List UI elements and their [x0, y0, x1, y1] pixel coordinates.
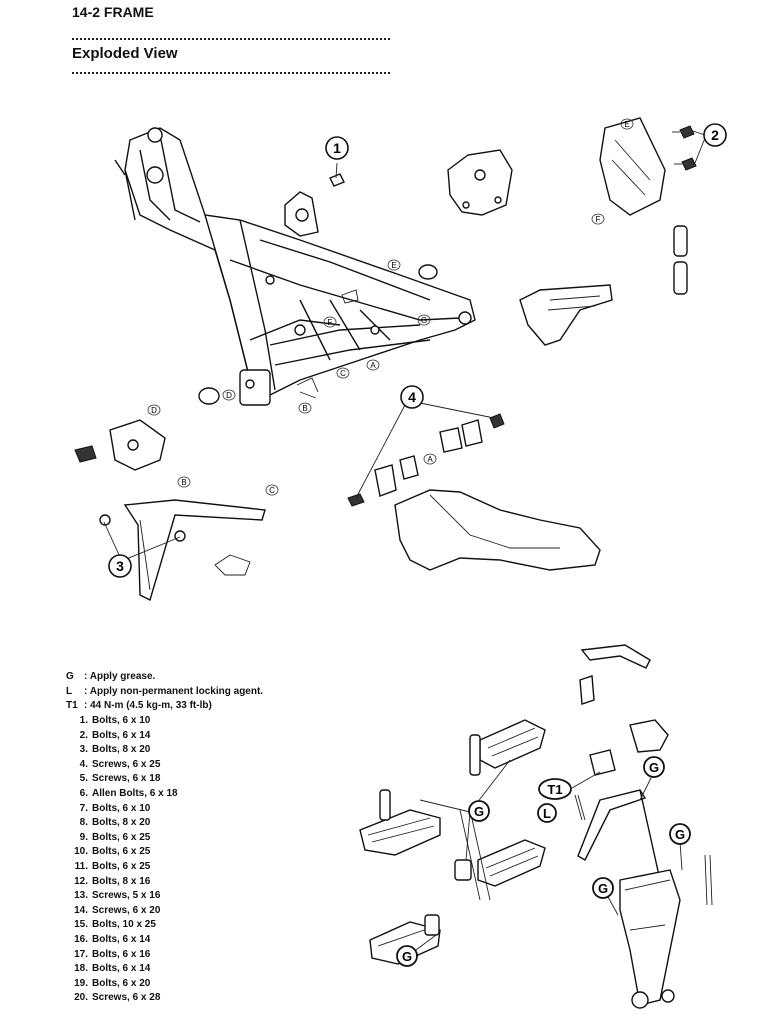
divider-top: [72, 38, 390, 40]
seat: [394, 489, 601, 571]
svg-text:4: 4: [408, 389, 416, 405]
section-title: Exploded View: [72, 45, 178, 62]
svg-text:F: F: [596, 215, 601, 224]
list-item: 12.Bolts, 8 x 16: [74, 875, 151, 887]
list-item: 1.Bolts, 6 x 10: [79, 715, 151, 726]
legend-key: G: [66, 671, 74, 682]
tag-c-stay: C: [265, 484, 279, 496]
tag-e-plate: E: [620, 118, 634, 130]
list-item: 9.Bolts, 6 x 25: [79, 831, 151, 843]
callout-g-footpeg: G: [468, 800, 490, 822]
legend-text: : Apply non-permanent locking agent.: [84, 685, 264, 697]
tag-e-frame: E: [387, 259, 401, 271]
tag-d-frame: D: [222, 389, 236, 401]
svg-text:D: D: [226, 391, 232, 400]
seat-hooks: [347, 413, 505, 507]
svg-text:G: G: [421, 316, 427, 325]
page-header: 14-2 FRAME: [72, 4, 154, 20]
legend-text: : 44 N-m (4.5 kg-m, 33 ft-lb): [84, 700, 212, 712]
svg-text:G: G: [598, 881, 608, 896]
tag-f-frame: F: [323, 316, 337, 328]
svg-text:G: G: [402, 949, 412, 964]
tag-a-hook: A: [423, 453, 437, 465]
svg-text:A: A: [427, 455, 433, 464]
svg-text:B: B: [181, 478, 186, 487]
svg-text:A: A: [370, 361, 376, 370]
tag-f-plate: F: [591, 213, 605, 225]
svg-text:E: E: [624, 120, 629, 129]
callout-g-sidestand: G: [643, 756, 665, 778]
list-item: 2.Bolts, 6 x 14: [79, 729, 151, 741]
callout-g-lowerpeg: G: [396, 945, 418, 967]
main-frame: [114, 127, 476, 406]
callout-t1: T1: [538, 778, 572, 800]
svg-text:2: 2: [711, 127, 719, 143]
list-item: 8.Bolts, 8 x 20: [79, 817, 151, 829]
svg-text:1: 1: [333, 140, 341, 156]
tag-a-frame: A: [366, 359, 380, 371]
list-item: 14.Screws, 6 x 20: [74, 904, 161, 916]
legend-row-torque: T1 : 44 N-m (4.5 kg-m, 33 ft-lb): [66, 699, 263, 714]
svg-text:G: G: [675, 827, 685, 842]
frame-small-parts: [198, 173, 438, 405]
side-stand-assembly: [574, 644, 713, 1009]
list-item: 18.Bolts, 6 x 14: [74, 963, 151, 975]
svg-text:E: E: [391, 261, 396, 270]
svg-text:C: C: [269, 486, 275, 495]
legend-text: : Apply grease.: [84, 671, 156, 682]
legend: G : Apply grease. L : Apply non-permanent …: [66, 670, 263, 714]
legend-row-locking: L : Apply non-permanent locking agent.: [66, 685, 263, 700]
leader-lines: [103, 130, 706, 951]
list-item: 10.Bolts, 6 x 25: [74, 846, 151, 858]
tag-d-bracket: D: [147, 404, 161, 416]
callout-l: L: [537, 803, 557, 823]
callout-3: 3: [108, 554, 132, 578]
list-item: 7.Bolts, 6 x 10: [79, 802, 151, 814]
list-item: 16.Bolts, 6 x 14: [74, 933, 151, 945]
list-item: 17.Bolts, 6 x 16: [74, 948, 151, 960]
list-item: 4.Screws, 6 x 25: [79, 758, 161, 770]
rubber-dampers: [673, 225, 688, 295]
svg-text:F: F: [328, 318, 333, 327]
svg-text:G: G: [474, 804, 484, 819]
legend-row-grease: G : Apply grease.: [66, 670, 263, 685]
legend-key: T1: [66, 700, 78, 712]
left-bracket: [74, 419, 166, 471]
svg-text:3: 3: [116, 558, 124, 574]
legend-key: L: [66, 685, 73, 697]
list-item: 5.Screws, 6 x 18: [79, 773, 161, 785]
list-item: 3.Bolts, 8 x 20: [79, 744, 151, 756]
tag-b-frame: B: [298, 402, 312, 414]
left-stay: [99, 499, 266, 602]
list-item: 15.Bolts, 10 x 25: [74, 919, 156, 931]
callout-2: 2: [703, 123, 727, 147]
svg-text:T1: T1: [547, 782, 562, 797]
divider-bottom: [72, 72, 390, 74]
callout-g-centerstand: G: [592, 877, 614, 899]
svg-text:C: C: [340, 369, 346, 378]
tag-b-stay: B: [177, 476, 191, 488]
callout-g-spring: G: [669, 823, 691, 845]
seat-lock-bracket: [447, 149, 513, 216]
rear-footpeg-bracket: [519, 284, 613, 346]
list-item: 20.Screws, 6 x 28: [74, 992, 161, 1004]
svg-text:D: D: [151, 406, 157, 415]
tag-c-frame: C: [336, 367, 350, 379]
list-item: 13.Screws, 5 x 16: [74, 890, 161, 902]
list-item: 11.Bolts, 6 x 25: [74, 860, 151, 872]
tag-g-frame: G: [417, 314, 431, 326]
callout-4: 4: [400, 385, 424, 409]
callout-1: 1: [325, 136, 349, 160]
svg-text:L: L: [543, 806, 551, 821]
svg-text:B: B: [302, 404, 307, 413]
footpeg-assembly: [359, 719, 546, 965]
side-plate: [599, 117, 697, 216]
svg-text:G: G: [649, 760, 659, 775]
list-item: 19.Bolts, 6 x 20: [74, 977, 151, 989]
parts-list: 1.Bolts, 6 x 10 2.Bolts, 6 x 14 3.Bolts,…: [66, 714, 178, 1006]
list-item: 6.Allen Bolts, 6 x 18: [79, 787, 178, 799]
